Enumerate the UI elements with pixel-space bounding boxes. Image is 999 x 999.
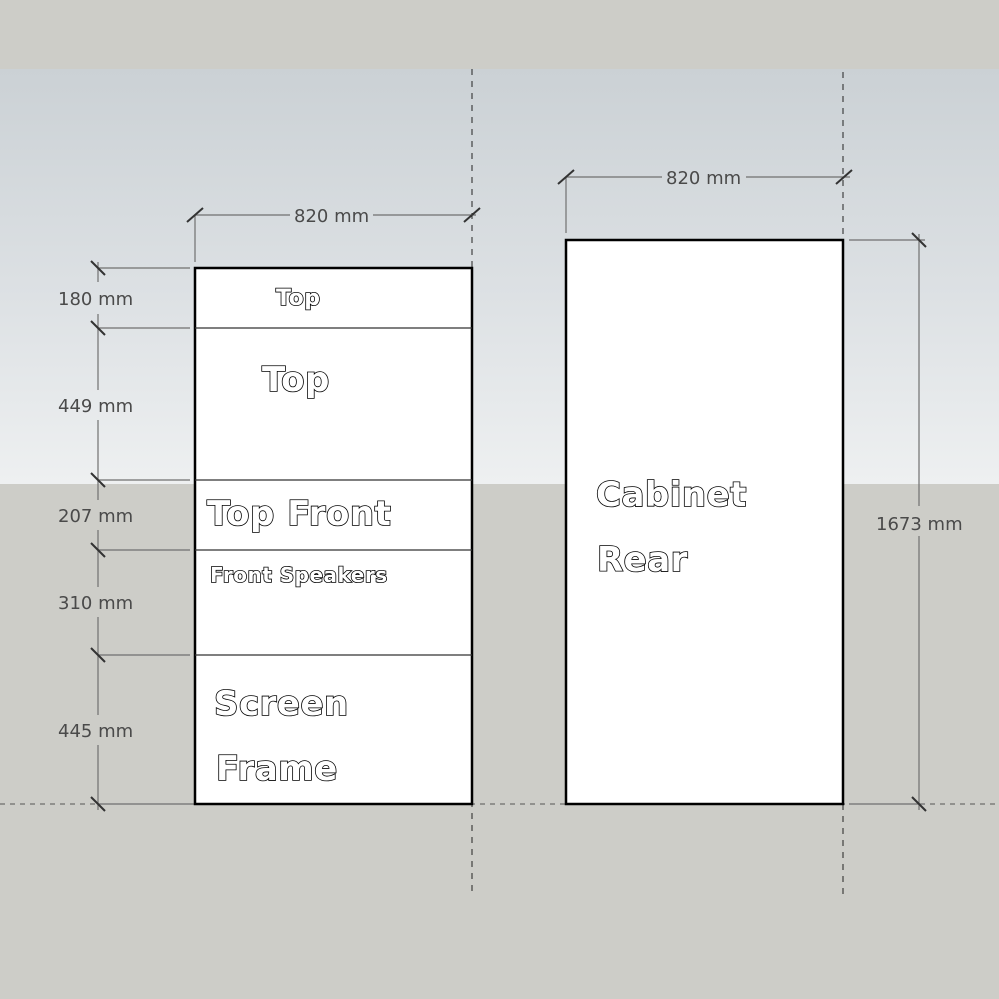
rear-label: Rear	[597, 540, 688, 580]
section-label-top: Top	[262, 360, 330, 400]
right-panel-outline[interactable]	[564, 238, 845, 806]
right-height-dimension	[849, 232, 927, 812]
dim-label-310: 310 mm	[58, 593, 133, 614]
section-label-top-small: Top	[276, 286, 320, 311]
section-label-top-front: Top Front	[207, 494, 391, 534]
section-label-screen: Screen	[214, 684, 349, 724]
right-height-label: 1673 mm	[876, 514, 963, 535]
dim-label-445: 445 mm	[58, 721, 133, 742]
left-width-dimension	[186, 207, 481, 262]
background-top	[0, 0, 999, 69]
guide-lines	[0, 69, 999, 900]
dim-label-180: 180 mm	[58, 289, 133, 310]
section-label-front-speakers: Front Speakers	[210, 563, 388, 587]
left-panel[interactable]: Top Top Top Front Front Speakers Screen …	[193, 266, 474, 806]
left-width-label: 820 mm	[294, 206, 369, 227]
right-width-dimension	[557, 169, 853, 233]
left-height-dimensions	[90, 260, 190, 812]
left-panel-outline[interactable]	[193, 266, 474, 806]
dim-label-449: 449 mm	[58, 396, 133, 417]
right-width-label: 820 mm	[666, 168, 741, 189]
cabinet-label: Cabinet	[596, 475, 747, 515]
right-panel[interactable]: Cabinet Rear	[564, 238, 845, 806]
section-label-frame: Frame	[216, 749, 338, 789]
dim-label-207: 207 mm	[58, 506, 133, 527]
